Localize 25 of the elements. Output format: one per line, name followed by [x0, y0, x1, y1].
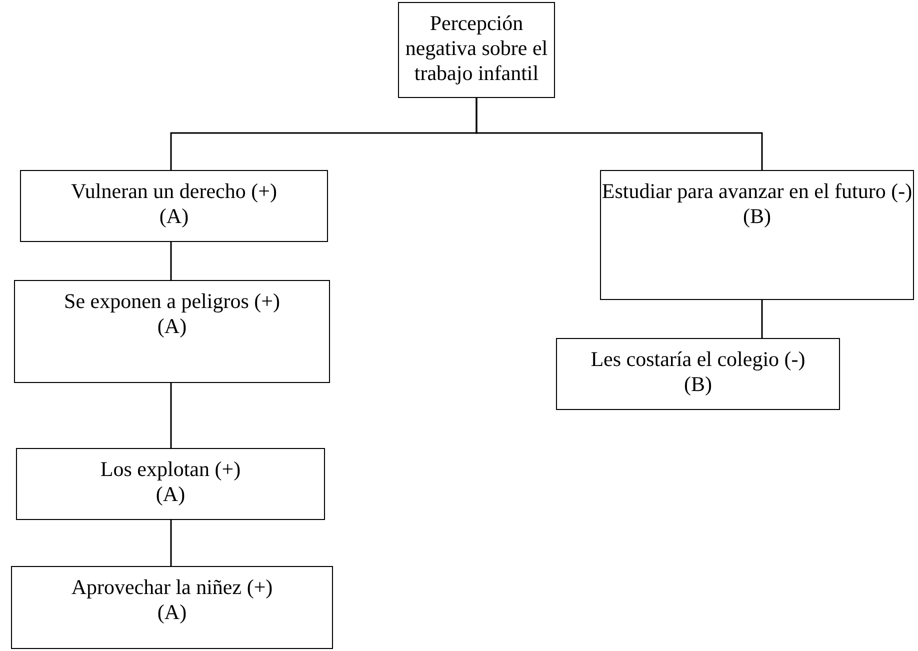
box-text: (A) [158, 204, 190, 230]
box-text: Percepción negativa sobre el trabajo infantil [404, 11, 549, 87]
connector-line [170, 383, 172, 448]
text-box [11, 566, 333, 649]
box-text: Estudiar para avanzar en el futuro (-) [601, 179, 913, 204]
box-text: Aprovechar la niñez (+) [70, 575, 274, 600]
connector-line [170, 520, 172, 566]
text-box [14, 280, 330, 383]
box-text: (A) [156, 600, 188, 626]
text-box [398, 2, 555, 98]
box-text: Los explotan (+) [99, 457, 242, 482]
box-text: (B) [683, 372, 713, 398]
text-box [20, 170, 328, 242]
box-text: Vulneran un derecho (+) [70, 179, 278, 204]
connector-line [761, 300, 763, 338]
text-box [556, 338, 840, 410]
text-box [600, 170, 914, 300]
box-text: Les costaría el colegio (-) [590, 347, 806, 372]
box-text: (B) [742, 204, 772, 230]
box-text: (A) [154, 482, 186, 508]
box-text: (A) [156, 314, 188, 340]
box-text: Se exponen a peligros (+) [63, 289, 281, 314]
connector-line [170, 242, 172, 280]
connector-line [476, 98, 763, 170]
text-box [16, 448, 325, 520]
